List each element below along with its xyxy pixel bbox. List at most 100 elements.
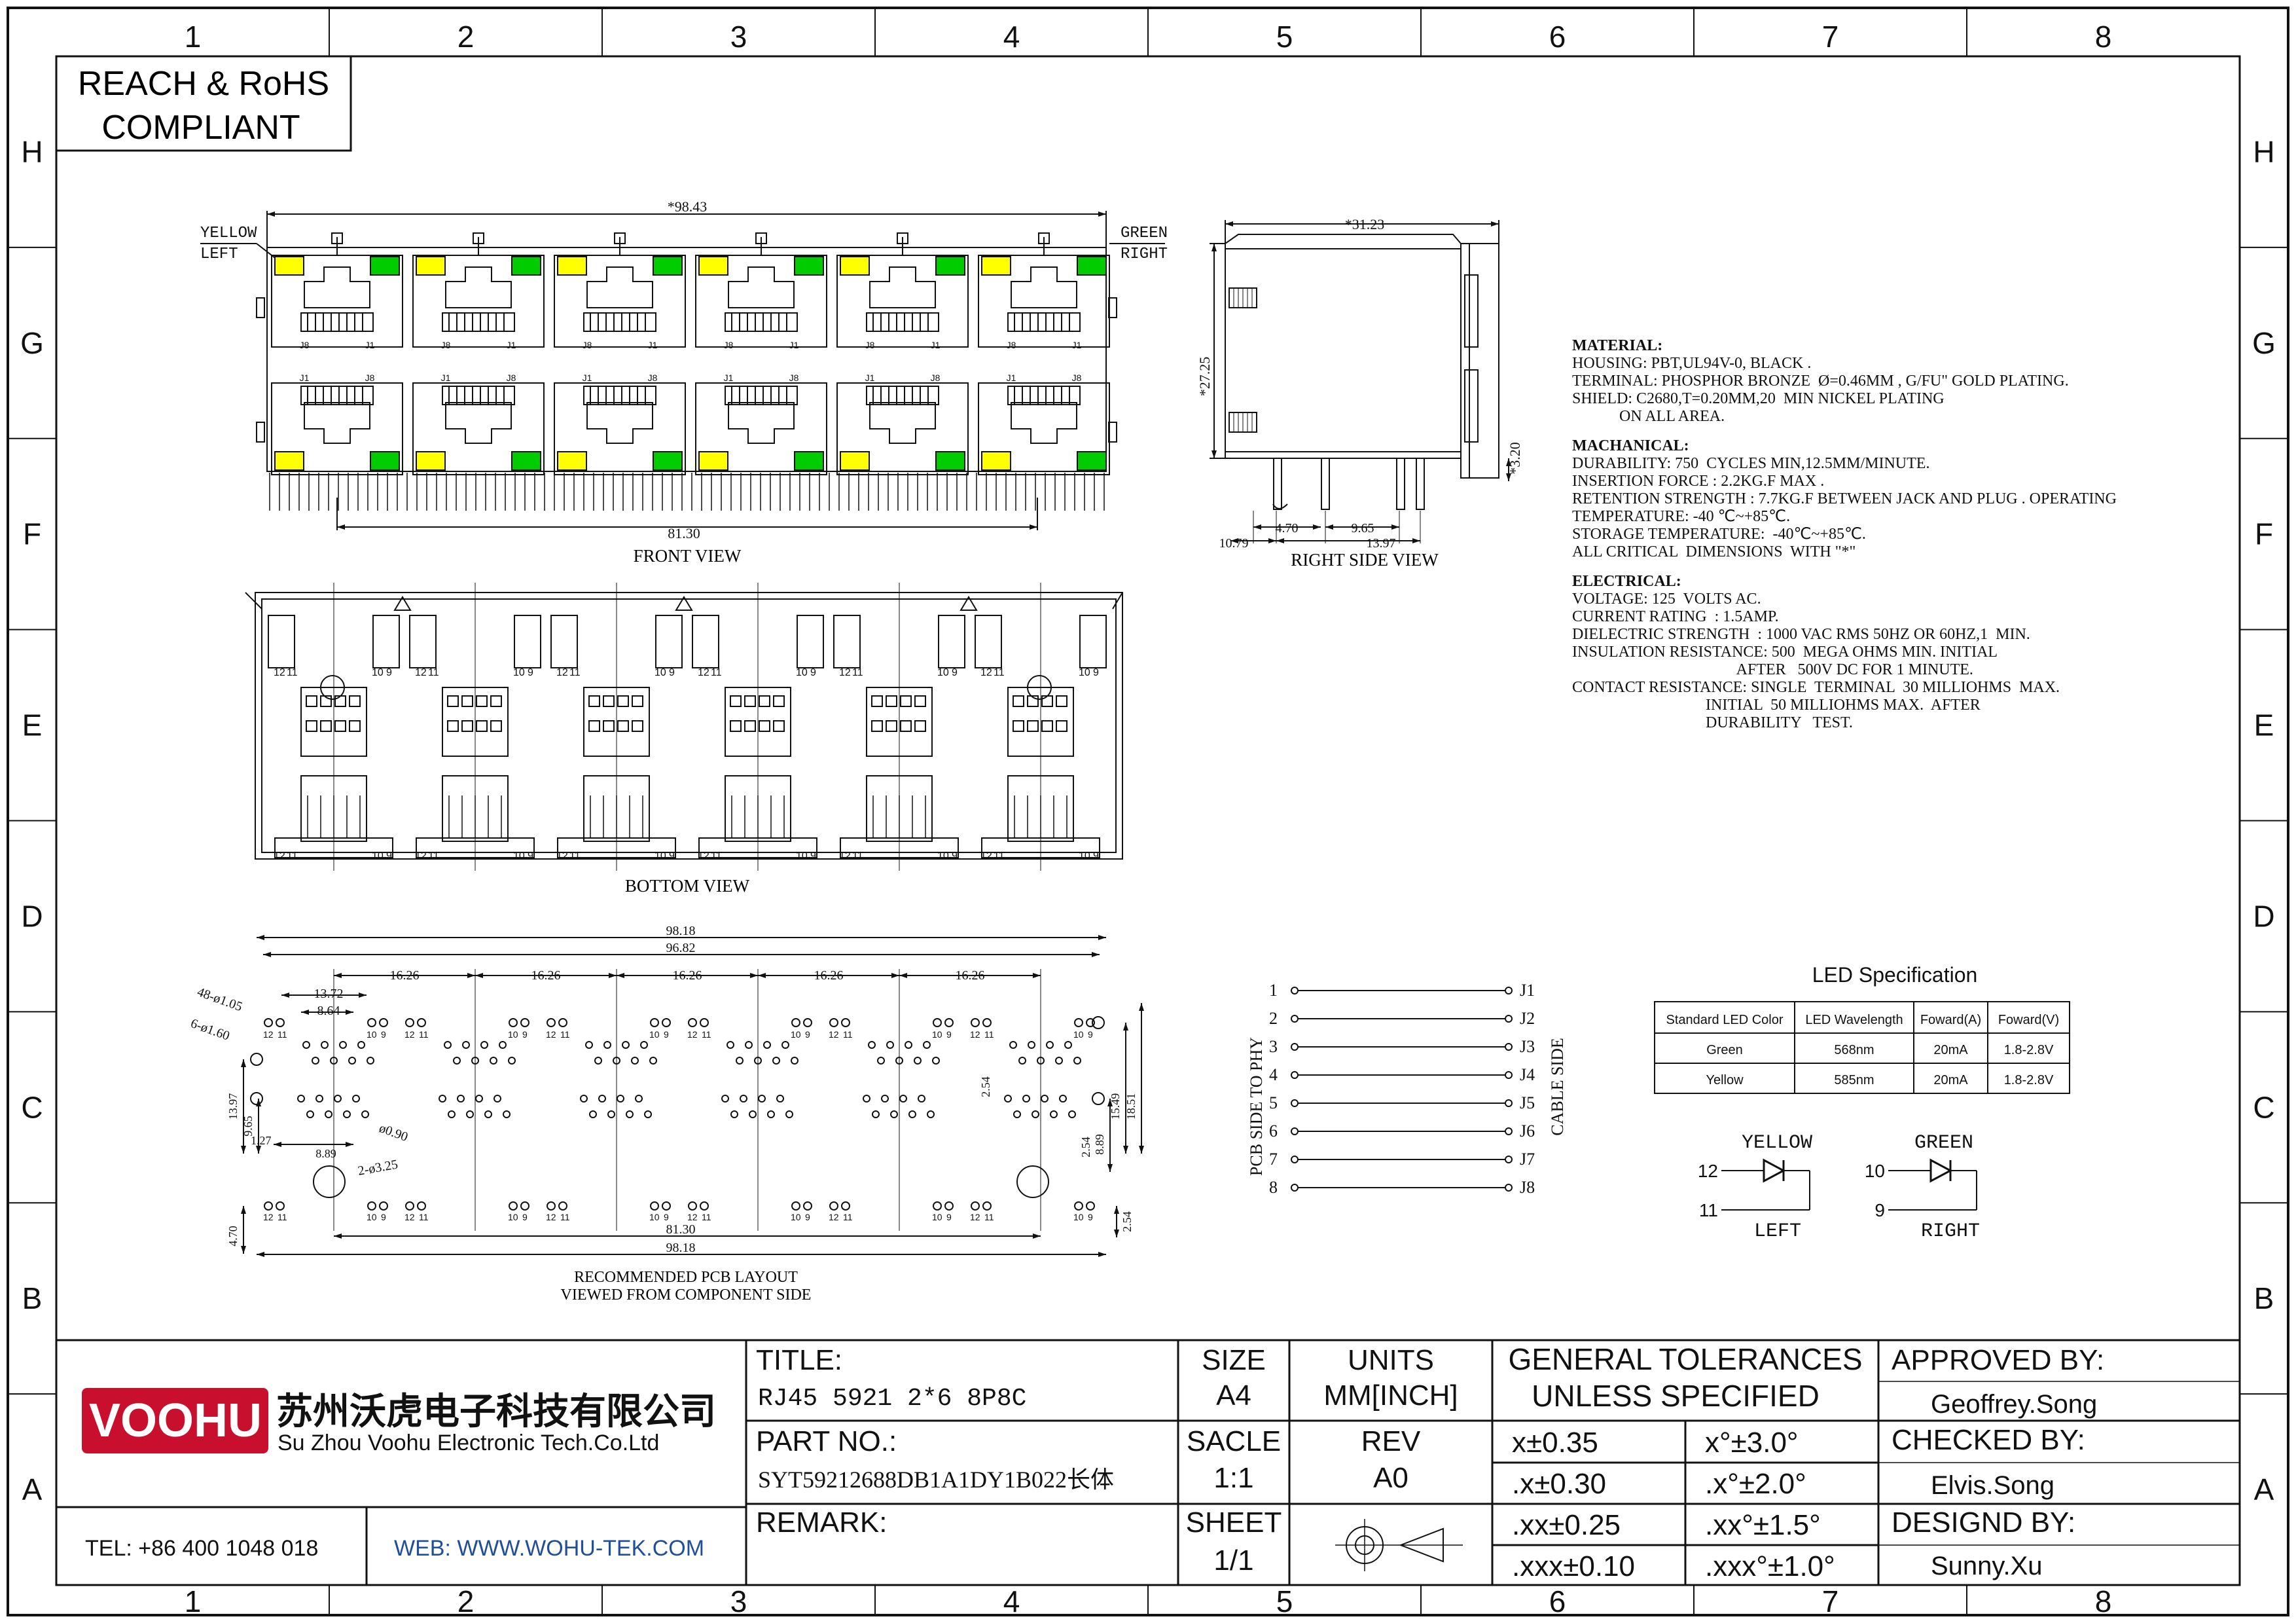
arrowhead xyxy=(1268,538,1276,543)
diode-cathode-pin: 11 xyxy=(1699,1200,1718,1220)
pcb-pin-label: 9 xyxy=(1088,1029,1093,1040)
pcb-pin-label: 9 xyxy=(1088,1212,1093,1222)
pin-number-right: J4 xyxy=(1520,1065,1535,1084)
pcb-pad xyxy=(635,1095,643,1103)
pin-10-label: 10 xyxy=(796,850,808,862)
pcb-pad xyxy=(754,1057,762,1065)
polarity-mark xyxy=(393,596,412,611)
zone-col-bottom: 6 xyxy=(1549,1584,1566,1618)
top-yellow-led xyxy=(557,256,587,276)
pcb-pin-label: 10 xyxy=(932,1212,942,1222)
arrowhead xyxy=(257,1252,264,1257)
pcb-dim-pitch-text: 16.26 xyxy=(673,968,702,983)
pcb-dim-v6-text: 15.49 xyxy=(1109,1093,1122,1120)
pcb-pad xyxy=(1028,1041,1035,1049)
arrowhead xyxy=(617,973,624,978)
pin-node xyxy=(1505,1099,1513,1107)
zone-row-left: H xyxy=(21,135,43,169)
led-spec-header: LED Wavelength xyxy=(1805,1013,1903,1027)
arrowhead xyxy=(1211,244,1217,251)
side-clip xyxy=(1112,592,1123,610)
bottom-pin-square xyxy=(1056,695,1067,707)
title-value: RJ45 5921 2*6 8P8C xyxy=(758,1385,1026,1413)
zone-row-right: B xyxy=(2254,1281,2274,1315)
locator-post xyxy=(320,675,345,700)
pcb-pad xyxy=(405,1201,414,1211)
pcb-pad xyxy=(348,1057,356,1065)
pcb-pad xyxy=(803,1018,812,1027)
units-label: UNITS xyxy=(1348,1344,1434,1376)
pin-11-label: 11 xyxy=(428,667,439,678)
pin-node xyxy=(1505,1184,1513,1192)
bottom-pin-square xyxy=(447,695,459,707)
pcb-pad xyxy=(1086,1018,1095,1027)
pcb-pad xyxy=(640,1041,648,1049)
pcb-pad xyxy=(1055,1057,1063,1065)
zone-row-right: C xyxy=(2253,1090,2274,1124)
pin-number-left: 5 xyxy=(1269,1093,1278,1112)
arrowhead xyxy=(1225,221,1233,227)
arrowhead xyxy=(1325,524,1333,530)
pin-node xyxy=(1505,1071,1513,1079)
pcb-pad xyxy=(1041,1095,1049,1103)
bottom-pin-square xyxy=(334,695,346,707)
front-dim-width-text: *98.43 xyxy=(668,198,708,215)
pcb-pin-label: 10 xyxy=(791,1212,801,1222)
pcb-pad xyxy=(367,1018,376,1027)
pin-11-label: 11 xyxy=(569,850,581,862)
pcb-pin-label: 9 xyxy=(805,1029,810,1040)
pcb-pin-label: 9 xyxy=(381,1212,386,1222)
spec-line: INITIAL 50 MILLIOHMS MAX. AFTER xyxy=(1572,697,1981,714)
pcb-pad xyxy=(379,1201,388,1211)
bottom-jack-contacts xyxy=(1007,386,1081,405)
led-spec-cell: 585nm xyxy=(1834,1073,1874,1087)
side-dim-d-text: 13.97 xyxy=(1367,536,1396,551)
pcb-pad xyxy=(971,1201,980,1211)
bottom-pin-square xyxy=(476,720,488,732)
arrowhead xyxy=(1114,1230,1119,1237)
pcb-pad xyxy=(791,1057,798,1065)
pcb-pad xyxy=(726,1041,734,1049)
pcb-pad xyxy=(1009,1041,1017,1049)
diode-symbol xyxy=(1929,1158,1953,1183)
checked-value: Elvis.Song xyxy=(1931,1471,2054,1500)
scale-value: 1:1 xyxy=(1213,1462,1253,1494)
bottom-pin-square xyxy=(744,695,756,707)
pcb-pad xyxy=(1013,1110,1021,1118)
pin-11-label: 11 xyxy=(711,667,722,678)
arrowhead xyxy=(1253,524,1261,530)
bottom-led-pocket xyxy=(514,615,541,668)
pcb-pin-label: 11 xyxy=(702,1212,711,1222)
pin-number-left: 7 xyxy=(1269,1150,1278,1169)
arrowhead xyxy=(241,1206,246,1214)
pcb-pin-label: 11 xyxy=(843,1029,853,1040)
pcb-pad xyxy=(877,1057,885,1065)
pcb-pad xyxy=(480,1041,488,1049)
arrowhead xyxy=(609,973,617,978)
pin-12-label: 12 xyxy=(274,667,285,678)
bottom-led-pocket xyxy=(409,615,437,668)
pcb-pin-label: 10 xyxy=(508,1029,518,1040)
zone-row-right: F xyxy=(2255,517,2273,551)
pcb-pad xyxy=(895,1057,903,1065)
pcb-dim-d1-text: 13.72 xyxy=(314,987,344,1001)
bottom-inner xyxy=(261,598,1117,853)
pcb-pad xyxy=(312,1057,319,1065)
pin-12-label: 12 xyxy=(980,667,992,678)
pcb-pad xyxy=(829,1201,838,1211)
spec-line: INSERTION FORCE : 2.2KG.F MAX . xyxy=(1572,473,1824,490)
pin-j1-label: J1 xyxy=(1007,373,1016,383)
partno-value: SYT59212688DB1A1DY1B022长体 xyxy=(758,1467,1114,1493)
pcb-pad xyxy=(622,1041,630,1049)
bottom-jack-outline xyxy=(412,382,545,475)
zone-col-bottom: 7 xyxy=(1822,1584,1839,1618)
arrowhead xyxy=(241,1059,246,1067)
green-led-label: GREEN xyxy=(1121,225,1168,242)
pcb-pin-label: 10 xyxy=(1073,1212,1084,1222)
pin-11-label: 11 xyxy=(287,850,298,862)
pcb-pad xyxy=(886,1041,894,1049)
pcb-pad xyxy=(933,1201,942,1211)
zone-col-bottom: 8 xyxy=(2095,1584,2112,1618)
pcb-pin-label: 10 xyxy=(791,1029,801,1040)
